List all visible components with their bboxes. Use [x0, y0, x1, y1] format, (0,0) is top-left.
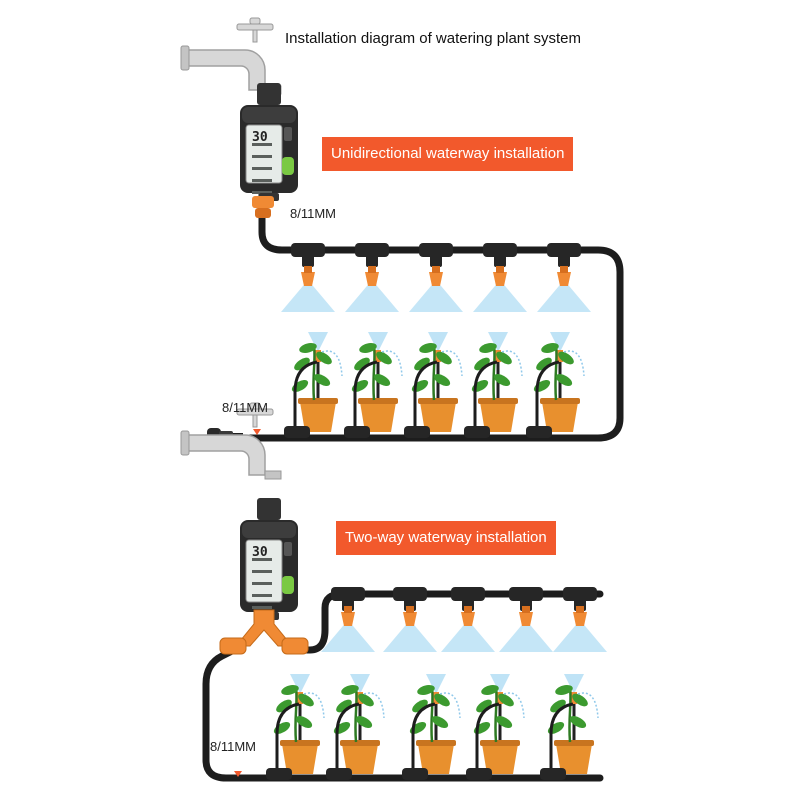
spray-cone [428, 332, 448, 352]
flow-arrow-icon [253, 429, 261, 435]
spray-cone [368, 332, 388, 352]
timer-display-number: 30 [252, 545, 268, 560]
tee-connector-icon [355, 243, 389, 267]
spray-cone [490, 674, 510, 694]
tee-connector-icon [547, 243, 581, 267]
plant-pot-icon [404, 332, 463, 438]
spray-cone [281, 280, 335, 312]
plant-pot-icon [284, 332, 343, 438]
spray-cone [383, 620, 437, 652]
drip-tube [473, 360, 498, 430]
faucet-icon [180, 17, 282, 95]
pipe [202, 644, 604, 782]
spray-nozzle-icon [345, 266, 399, 312]
spray-nozzle-icon [409, 266, 463, 312]
spray-nozzle-icon [321, 606, 375, 652]
spray-cone [499, 620, 553, 652]
drip-tube [335, 702, 360, 772]
plant-pot-icon [464, 332, 523, 438]
spray-cone [321, 620, 375, 652]
spray-cone [290, 674, 310, 694]
drip-tube [411, 702, 436, 772]
spray-cone [553, 620, 607, 652]
timer-display-number: 30 [252, 130, 268, 145]
plant-pot-icon [466, 674, 525, 780]
faucet-icon [180, 402, 282, 480]
spray-nozzle-icon [499, 606, 553, 652]
spray-nozzle-icon [537, 266, 591, 312]
parts-layer: 30 30 [180, 17, 607, 780]
tee-connector-icon [291, 243, 325, 267]
spray-cone [308, 332, 328, 352]
drip-tube [535, 360, 560, 430]
tee-connector-icon [419, 243, 453, 267]
spray-cone [550, 332, 570, 352]
spray-nozzle-icon [473, 266, 527, 312]
flow-arrow-icon [234, 771, 242, 777]
drip-tube [475, 702, 500, 772]
plant-pot-icon [344, 332, 403, 438]
two-way-banner: Two-way waterway installation [336, 521, 556, 555]
spray-cone [564, 674, 584, 694]
spray-cone [426, 674, 446, 694]
spray-cone [473, 280, 527, 312]
spray-nozzle-icon [553, 606, 607, 652]
tee-connector-icon [483, 243, 517, 267]
drip-tube [275, 702, 300, 772]
drip-tube [293, 360, 318, 430]
spray-cone [488, 332, 508, 352]
unidirectional-banner: Unidirectional waterway installation [322, 137, 574, 171]
spray-cone [537, 280, 591, 312]
spray-cone [441, 620, 495, 652]
pipe-size-label: 8/11MM [222, 400, 268, 415]
timer-icon: 30 [240, 498, 298, 620]
spray-nozzle-icon [383, 606, 437, 652]
diagram-title: Installation diagram of watering plant s… [285, 30, 581, 47]
drip-tube [549, 702, 574, 772]
pipe [246, 184, 624, 442]
spray-nozzle-icon [441, 606, 495, 652]
drip-tube [413, 360, 438, 430]
spray-cone [409, 280, 463, 312]
spray-nozzle-icon [281, 266, 335, 312]
spray-cone [345, 280, 399, 312]
plant-pot-icon [266, 674, 325, 780]
plant-pot-icon [326, 674, 385, 780]
spray-cone [350, 674, 370, 694]
drip-tube [353, 360, 378, 430]
plant-pot-icon [402, 674, 461, 780]
timer-icon: 30 [240, 83, 298, 201]
pipe-size-label: 8/11MM [210, 739, 256, 754]
hose-connector-icon [252, 196, 274, 218]
y-splitter-icon [219, 609, 309, 655]
plant-pot-icon [526, 332, 585, 438]
pipe-size-label: 8/11MM [290, 206, 336, 221]
plant-pot-icon [540, 674, 599, 780]
